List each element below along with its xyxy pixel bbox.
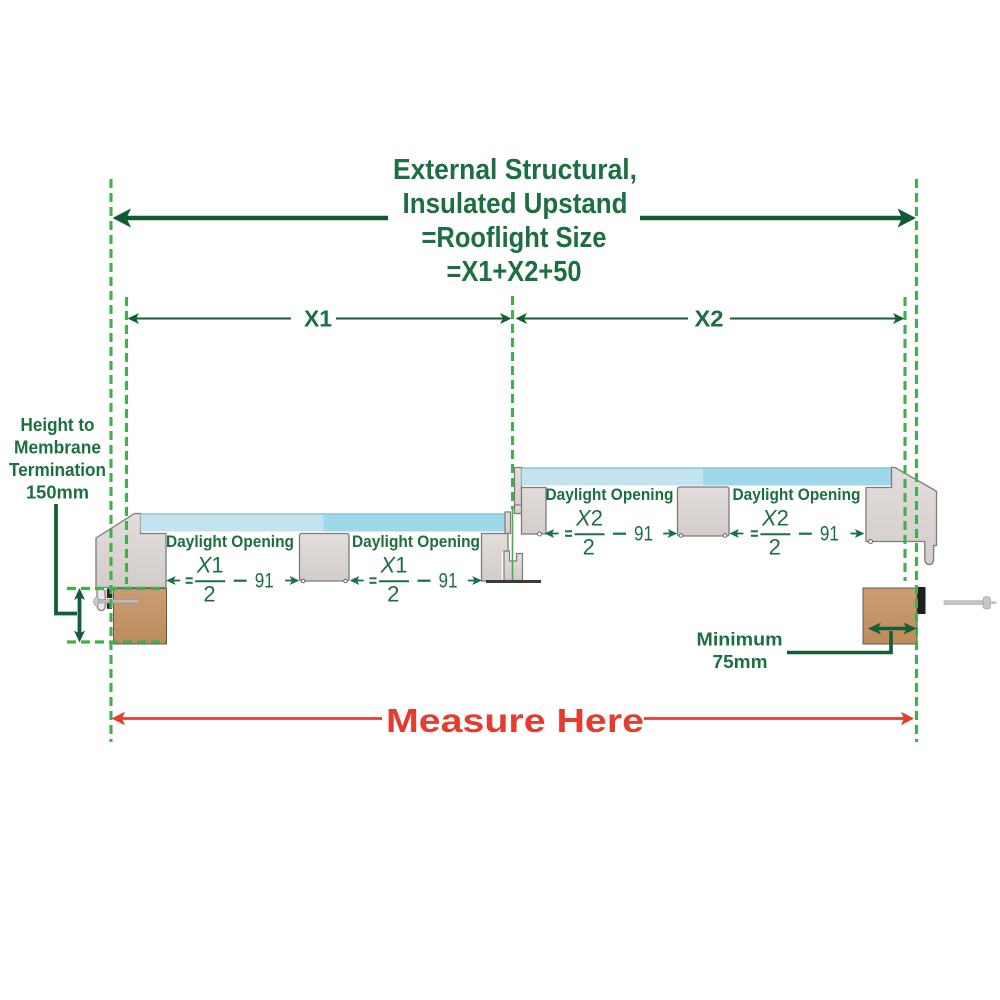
svg-text:X2: X2 [761, 506, 789, 531]
svg-text:91: 91 [820, 523, 839, 546]
svg-text:2: 2 [387, 582, 399, 607]
svg-text:Daylight Opening: Daylight Opening [352, 533, 480, 551]
svg-text:150mm: 150mm [26, 483, 89, 503]
svg-text:X1: X1 [196, 553, 224, 578]
svg-text:X1: X1 [304, 306, 332, 332]
svg-text:Termination: Termination [9, 460, 106, 480]
svg-text:2: 2 [203, 582, 215, 607]
svg-text:Height to: Height to [21, 415, 95, 435]
svg-text:=X1+X2+50: =X1+X2+50 [447, 256, 582, 288]
svg-text:75mm: 75mm [713, 652, 768, 672]
svg-text:2: 2 [583, 535, 595, 560]
svg-text:External Structural,: External Structural, [393, 154, 637, 186]
svg-text:2: 2 [769, 535, 781, 560]
svg-text:Minimum: Minimum [697, 630, 783, 650]
svg-text:Daylight Opening: Daylight Opening [166, 533, 294, 551]
svg-text:Insulated Upstand: Insulated Upstand [403, 188, 628, 220]
svg-text:Daylight Opening: Daylight Opening [546, 486, 674, 504]
svg-text:91: 91 [439, 570, 458, 593]
svg-text:91: 91 [255, 570, 274, 593]
svg-text:X2: X2 [695, 306, 724, 332]
svg-text:91: 91 [634, 523, 653, 546]
svg-text:X1: X1 [380, 553, 408, 578]
svg-text:X2: X2 [575, 506, 603, 531]
svg-text:=Rooflight Size: =Rooflight Size [422, 222, 607, 254]
svg-text:Membrane: Membrane [14, 438, 101, 458]
svg-text:Daylight Opening: Daylight Opening [733, 486, 861, 504]
svg-text:Measure Here: Measure Here [386, 702, 644, 739]
